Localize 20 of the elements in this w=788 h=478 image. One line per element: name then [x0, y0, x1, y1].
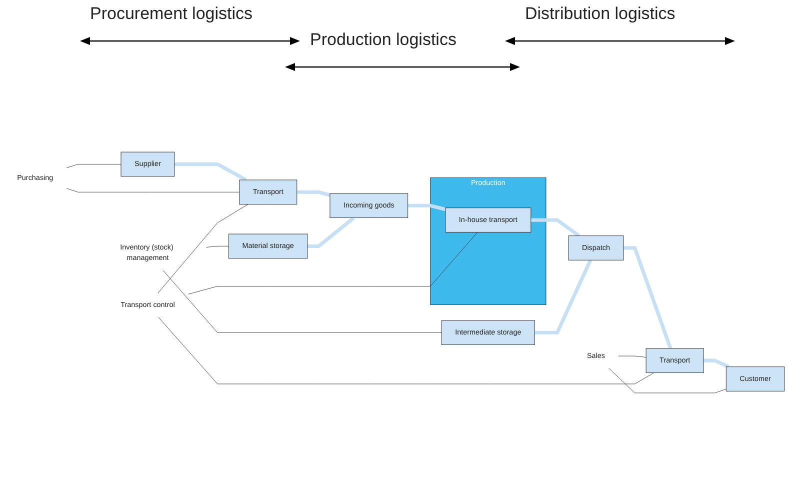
connector: [174, 162, 247, 182]
connector: [624, 246, 672, 349]
connector: [534, 259, 592, 334]
connector: [158, 317, 654, 384]
connector: [206, 246, 229, 248]
connector: [307, 216, 355, 248]
connector: [158, 204, 248, 294]
connector: [530, 218, 580, 238]
section-label: Distribution logistics: [525, 4, 676, 24]
connector: [408, 204, 446, 212]
connector: [188, 232, 478, 294]
section-label: Production logistics: [310, 30, 456, 50]
connector: [66, 164, 122, 168]
connector: [608, 368, 726, 394]
connector: [618, 356, 646, 358]
connector: [162, 270, 442, 333]
connector: [704, 358, 730, 368]
connector: [296, 190, 330, 197]
section-label: Procurement logistics: [90, 4, 253, 24]
connector: [66, 188, 240, 192]
